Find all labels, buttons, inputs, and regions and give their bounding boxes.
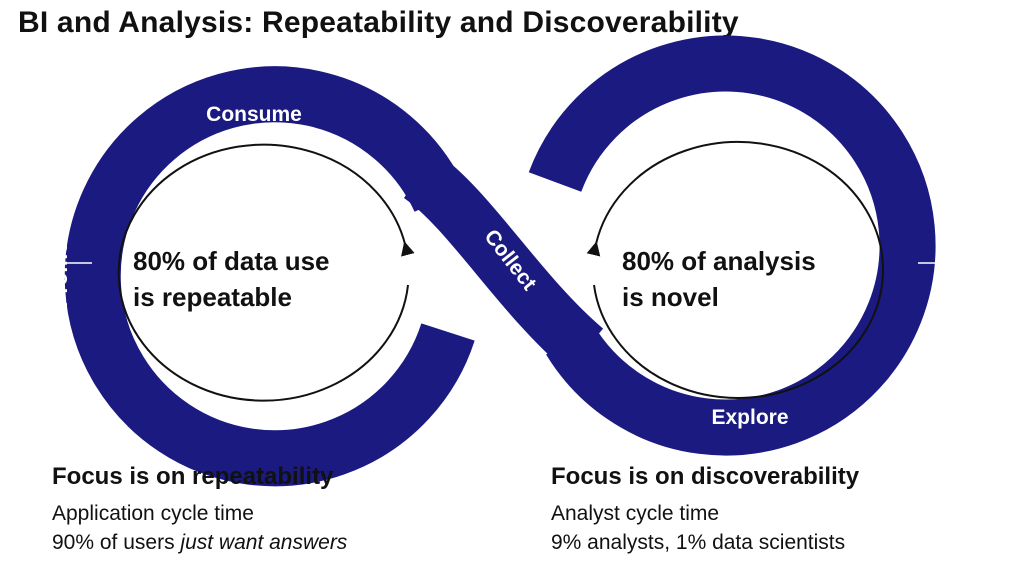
- right-focus-line1: Analyst cycle time: [551, 502, 720, 525]
- left-focus-line2: 90% of users just want answers: [52, 531, 347, 555]
- collect-band: [403, 152, 604, 372]
- left-loop-band: [64, 66, 475, 487]
- left-circle-line1: 80% of data use: [133, 246, 330, 276]
- page-title: BI and Analysis: Repeatability and Disco…: [18, 6, 739, 39]
- label-explore: Explore: [711, 406, 788, 429]
- left-focus-line2-emphasis: just want answers: [180, 531, 348, 554]
- left-cycle-arrow: [117, 143, 415, 402]
- label-model: Model: [236, 406, 297, 429]
- label-analyze: Analyze: [698, 103, 777, 126]
- left-focus-heading: Focus is on repeatability: [52, 463, 334, 490]
- right-cycle-arrow: [586, 140, 884, 399]
- right-circle-line2: is novel: [622, 282, 719, 312]
- left-circle-line2: is repeatable: [133, 282, 292, 312]
- right-loop-band: [528, 35, 936, 456]
- label-consume: Consume: [206, 103, 302, 126]
- left-focus-line2-prefix: 90% of users: [52, 531, 181, 554]
- label-discover: Discover: [933, 224, 956, 313]
- right-focus-line2: 9% analysts, 1% data scientists: [551, 531, 846, 554]
- label-promote: Promote: [49, 222, 72, 307]
- right-focus-heading: Focus is on discoverability: [551, 463, 860, 490]
- right-circle-line1: 80% of analysis: [622, 246, 816, 276]
- left-focus-line1: Application cycle time: [52, 502, 254, 525]
